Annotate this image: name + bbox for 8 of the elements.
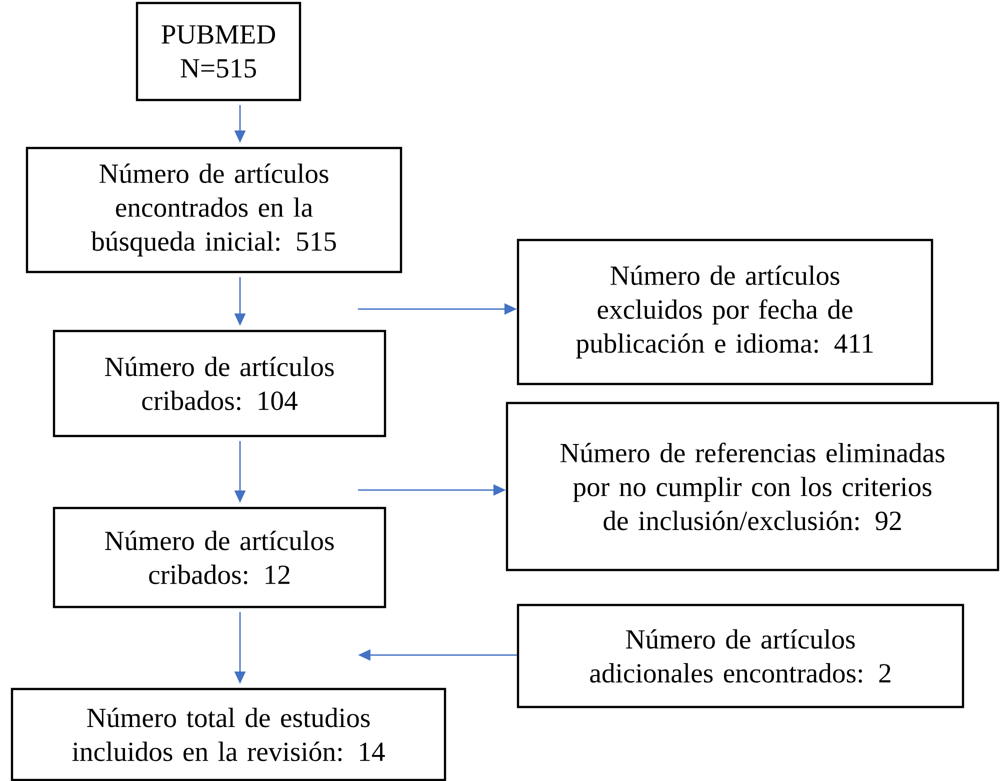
process-box: Número de artículos excluidos por fecha de publicación e idioma: 411 bbox=[516, 238, 934, 386]
process-box: Número de artículos adicionales encontrados: 2 bbox=[516, 604, 964, 708]
process-box: Número de referencias eliminadas por no cumplir con los criterios de inclusión/exclusión: 92 bbox=[506, 402, 1000, 572]
process-box: Número de artículos cribados: 104 bbox=[52, 330, 386, 438]
process-box: Número total de estudios incluidos en la revisión: 14 bbox=[10, 688, 446, 781]
process-box: PUBMED N=515 bbox=[136, 2, 302, 102]
process-box: Número de artículos cribados: 12 bbox=[52, 506, 386, 608]
process-box: Número de artículos encontrados en la búsqueda inicial: 515 bbox=[26, 146, 402, 274]
